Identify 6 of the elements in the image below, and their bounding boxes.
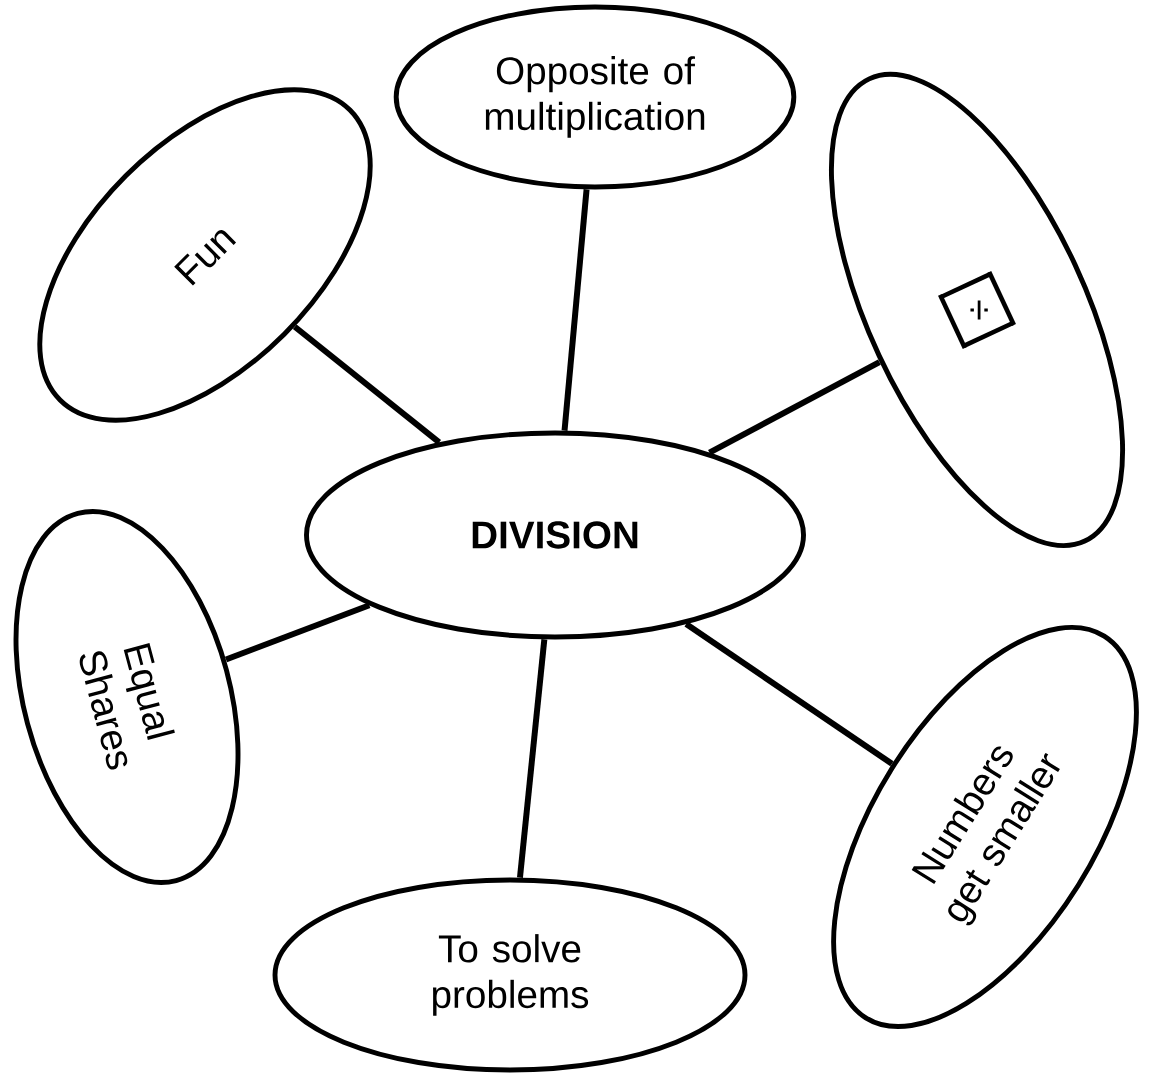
connector-line [561, 189, 590, 431]
connector-line [708, 359, 881, 456]
connector-line [292, 324, 442, 445]
connector-line [224, 602, 371, 663]
connector-line [684, 621, 894, 767]
connector-line [517, 639, 548, 878]
